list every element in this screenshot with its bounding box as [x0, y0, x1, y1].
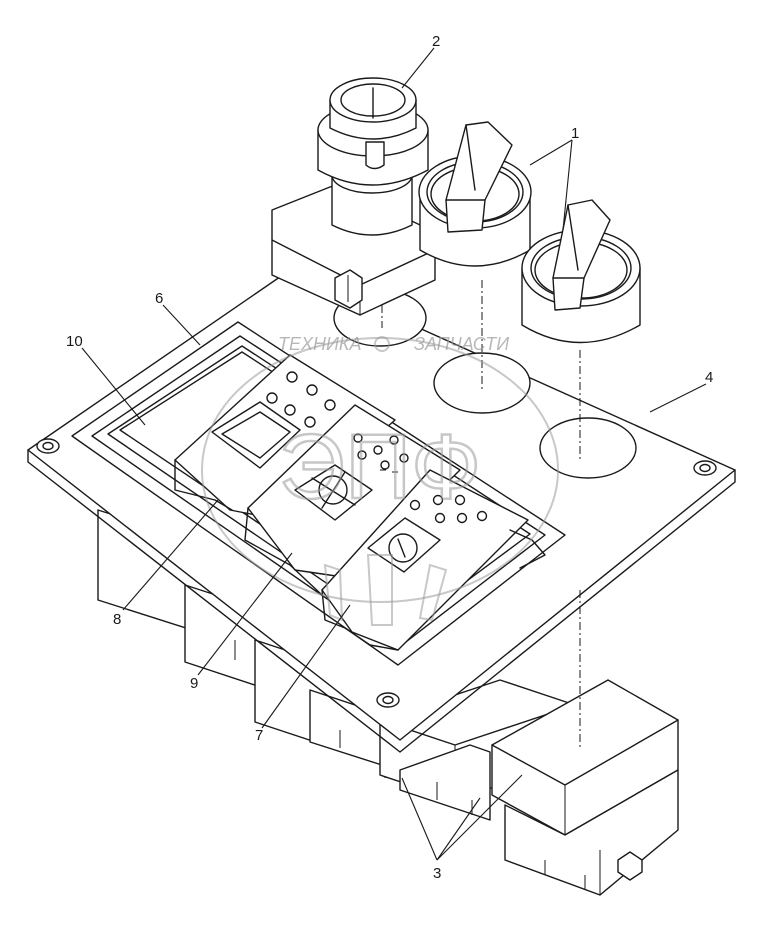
connector-module-right: [491, 679, 679, 896]
watermark-logo: ЭПФ: [279, 416, 481, 518]
callout-3: 3: [433, 865, 441, 882]
rocker-switch-7: [321, 469, 546, 651]
rotary-knob-upper: [418, 121, 532, 267]
rocker-switch-8: [174, 354, 396, 521]
watermark-text-left: ТЕХНИКА: [278, 334, 362, 354]
callout-4: 4: [705, 369, 713, 386]
rotary-knob-lower: [521, 199, 641, 344]
callout-labels: 2 1 4 6 10 8 9 7 3: [66, 33, 713, 882]
callout-9: 9: [190, 675, 198, 692]
callout-1: 1: [571, 125, 579, 142]
leader-lines: [81, 47, 707, 861]
watermark: ТЕХНИКА ЗАПЧАСТИ ЭПФ: [201, 334, 559, 626]
callout-6: 6: [155, 290, 163, 307]
key-switch-2: [317, 77, 429, 236]
assembly-axes: [381, 280, 581, 750]
watermark-text-right: ЗАПЧАСТИ: [414, 334, 509, 354]
callout-2: 2: [432, 33, 440, 50]
callout-10: 10: [66, 333, 83, 350]
wheat-emblem: [323, 554, 448, 626]
callout-8: 8: [113, 611, 121, 628]
callout-7: 7: [255, 727, 263, 744]
